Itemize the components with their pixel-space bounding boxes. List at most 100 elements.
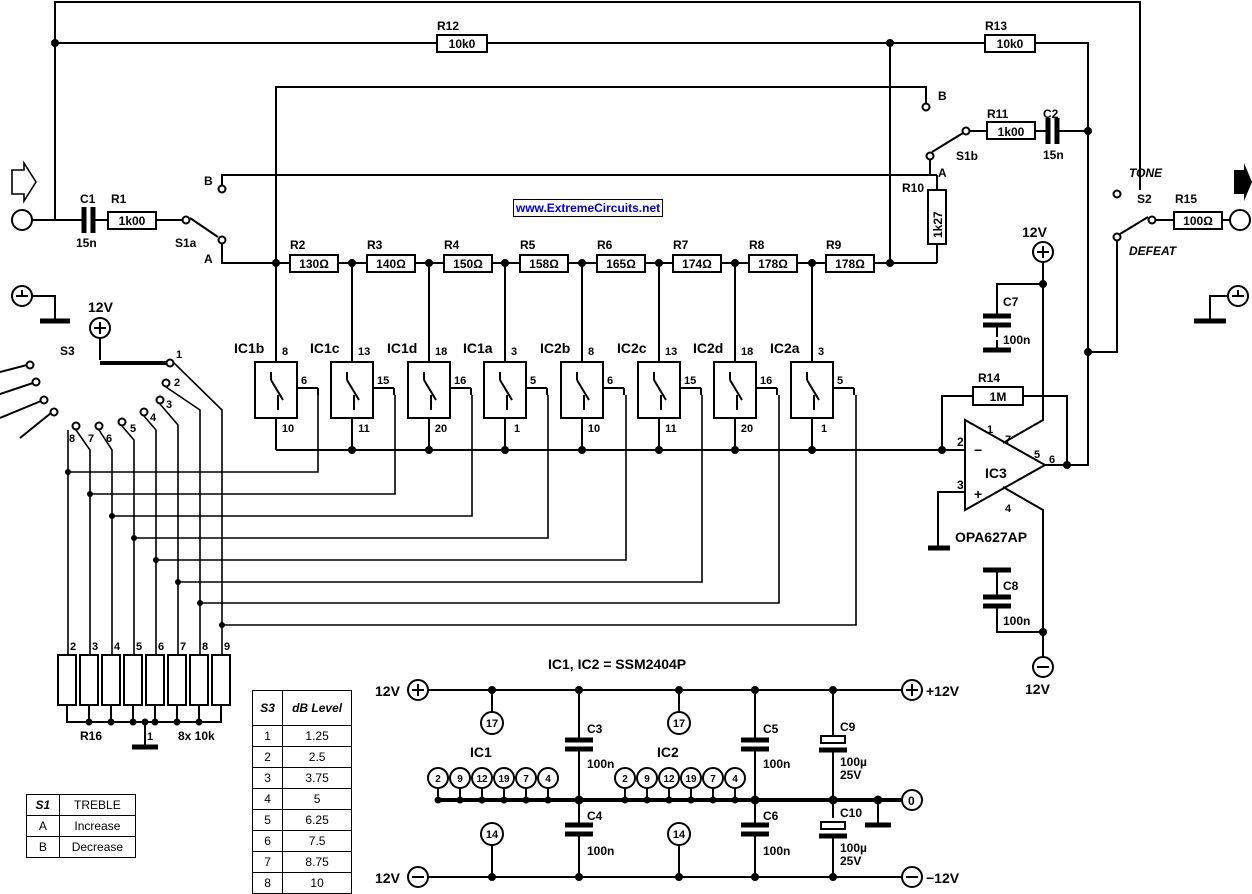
s3-table-cell: 6.25 [283,810,352,831]
gnd-pin-label-1-3: 19 [685,774,697,785]
r16-pin-8: 8 [202,641,208,653]
label-r2: R2 [290,238,306,252]
gnd-pin-label-1-5: 4 [732,774,738,785]
label-ic3-pin2: 2 [957,435,964,449]
label-s1b-b: B [938,89,947,103]
s3-table-cell: 5 [283,789,352,810]
label-ic3: IC3 [985,465,1007,481]
switch-ctl-pin-5: 11 [665,423,677,435]
switch-ctl-pin-2: 20 [435,423,447,435]
switch-in-pin-2: 18 [435,346,447,358]
label-c3: C3 [587,722,603,736]
s3-pos-4: 4 [150,412,157,424]
switch-label-3: IC1a [463,340,493,356]
switch-label-4: IC2b [540,340,570,356]
switch-in-pin-3: 3 [511,346,517,358]
label-r7-value: 174Ω [682,257,712,271]
switch-label-5: IC2c [617,340,647,356]
switch-in-pin-5: 13 [665,346,677,358]
s1-table-cell: B [27,837,60,858]
switch-ctl-pin-0: 10 [282,423,294,435]
label-r4-value: 150Ω [453,257,483,271]
label-r13: R13 [985,19,1007,33]
top-wiring [51,2,1140,356]
label-c10: C10 [840,806,862,820]
switch-label-1: IC1c [310,340,340,356]
supply-heading: IC1, IC2 = SSM2404P [548,656,686,672]
label-s3-12v: 12V [88,299,114,315]
label-r10-value: 1k27 [931,211,945,238]
label-r2-value: 130Ω [299,257,329,271]
label-ic3-pin3: 3 [957,478,964,492]
label-c7-value: 100n [1003,333,1030,347]
switch-out-pin-7: 5 [837,375,843,387]
r16-pin-2: 2 [70,641,76,653]
label-r16: R16 [80,729,102,743]
label-supply-plus12v: +12V [926,683,960,699]
label-c9-voltage: 25V [840,768,861,782]
switch-in-pin-4: 8 [588,346,594,358]
label-c7: C7 [1003,295,1019,309]
label-r9-value: 178Ω [835,257,865,271]
labels: C1 15n R1 1k00 S1a B A R12 10k0 10k0 R13… [60,19,1213,886]
gnd-pin-label-0-2: 12 [476,774,488,785]
label-r1: R1 [111,192,127,206]
switch-in-pin-6: 18 [741,346,753,358]
switch-ctl-pin-3: 1 [514,423,520,435]
switch-ctl-pin-6: 20 [741,423,753,435]
label-r14-value: 1M [990,390,1007,404]
label-opa627: OPA627AP [955,529,1027,545]
label-r11: R11 [987,107,1009,121]
gnd-pin-label-0-4: 7 [523,774,529,785]
label-c4: C4 [587,809,603,823]
label-c1: C1 [80,192,96,206]
s3-pos-3: 3 [166,399,172,411]
s3-table-cell: 10 [283,873,352,894]
label-ic3-pin4: 4 [1005,503,1012,515]
label-r15: R15 [1175,192,1197,206]
label-c9: C9 [840,720,856,734]
label-r16-value: 8x 10k [178,729,215,743]
switch-out-pin-4: 6 [607,375,613,387]
label-r9: R9 [826,238,842,252]
label-c3-value: 100n [587,757,614,771]
label-c1-value: 15n [76,236,97,250]
gnd-pin-label-1-4: 7 [710,774,716,785]
gnd-pin-label-1-1: 9 [644,774,650,785]
s3-table-cell: 3.75 [283,768,352,789]
s3-pos-7: 7 [88,433,94,445]
s3-table-cell: 8 [253,873,283,894]
watermark-url: www.ExtremeCircuits.net [513,199,663,217]
label-supply-minus12v: −12V [926,870,960,886]
label-c8-value: 100n [1003,614,1030,628]
label-r5: R5 [520,238,536,252]
s3-table-cell: 3 [253,768,283,789]
switch-ctl-pin-1: 11 [358,423,370,435]
label-r16-common: 1 [147,731,153,743]
input-ground [12,286,70,321]
label-s1a-b: B [204,174,213,188]
switch-out-pin-2: 16 [454,375,466,387]
label-s3: S3 [60,344,75,358]
switch-label-6: IC2d [693,340,723,356]
s3-pos-5: 5 [130,423,136,435]
gnd-pin-label-0-0: 2 [435,774,441,785]
input-section [12,163,290,263]
label-c4-value: 100n [587,844,614,858]
label-s1b-a: A [938,166,947,180]
s3-table-cell: 5 [253,810,283,831]
r16-pin-3: 3 [92,641,98,653]
label-ic3-pin1: 1 [987,424,993,436]
